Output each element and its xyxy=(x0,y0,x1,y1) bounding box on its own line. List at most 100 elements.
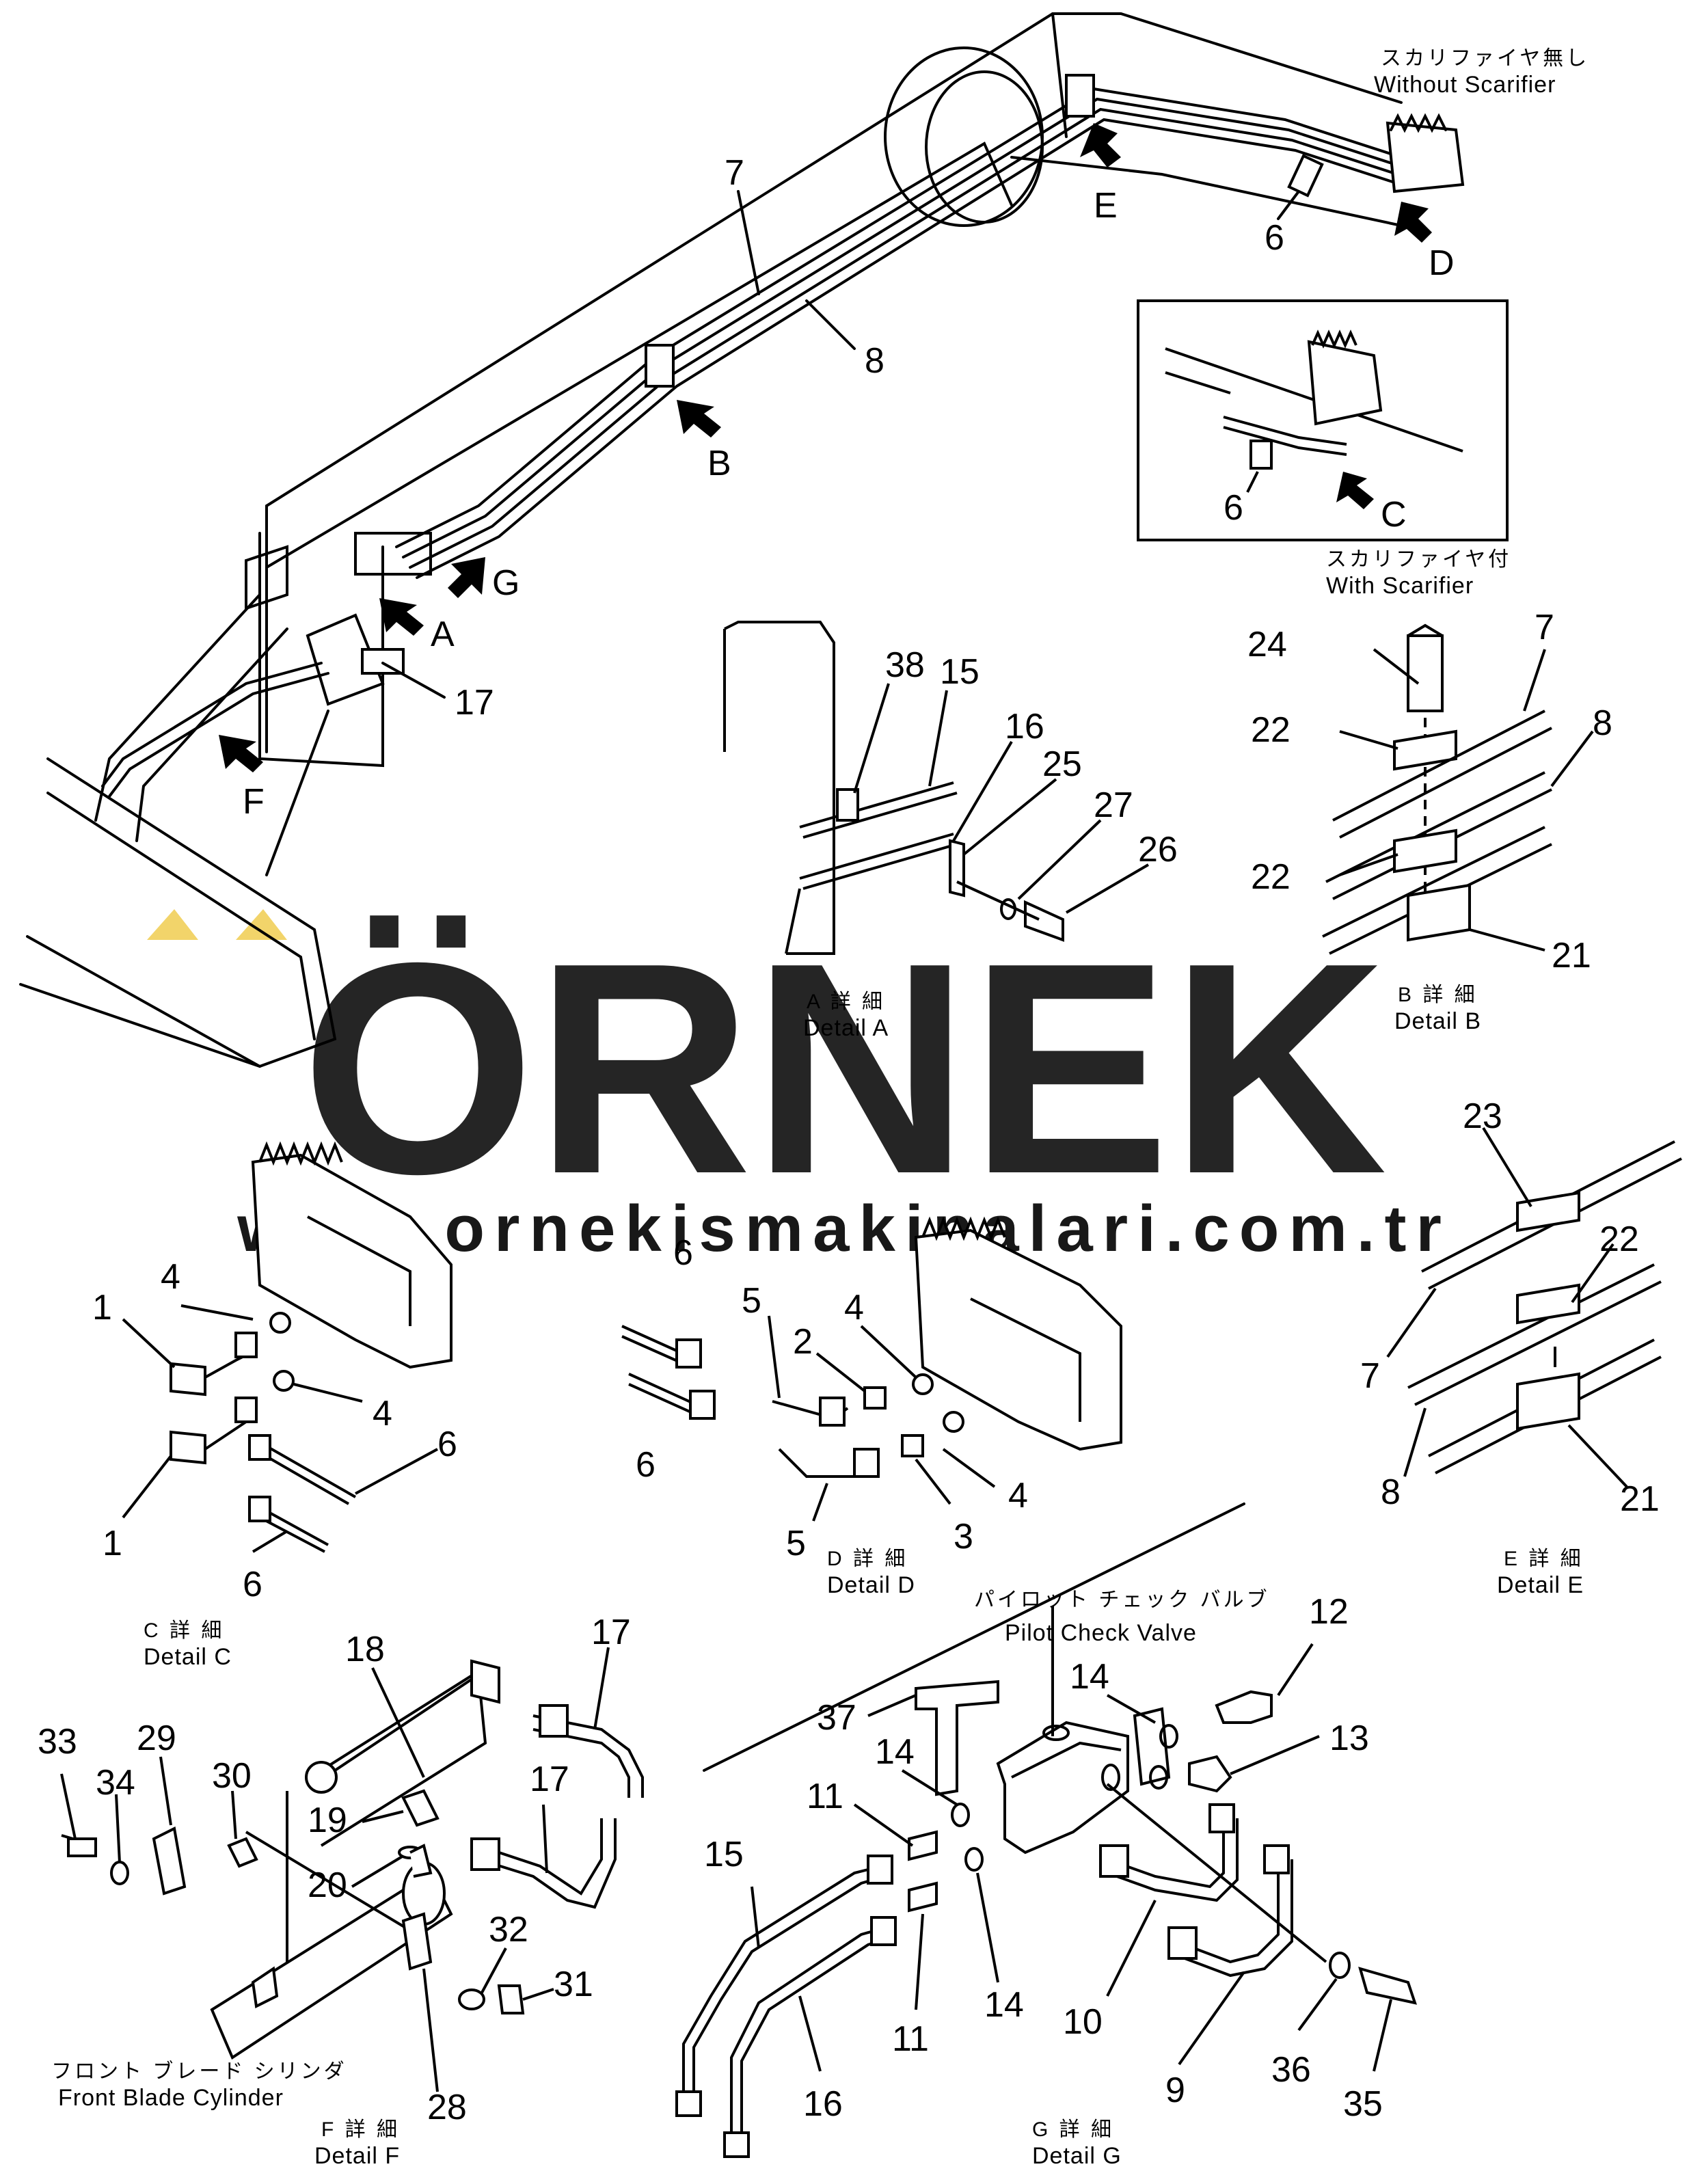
leader-f-17-bot xyxy=(542,1804,548,1874)
leader-e-8 xyxy=(1403,1407,1427,1477)
detail-f-clip-30 xyxy=(227,1837,258,1868)
detail-d-nut-5-bot xyxy=(853,1448,880,1478)
detail-f-part-17-top: 17 xyxy=(591,1613,631,1652)
blade-outline xyxy=(19,757,337,1068)
detail-g-part-13: 13 xyxy=(1329,1718,1369,1758)
detail-g-oring-14-top xyxy=(1159,1724,1178,1749)
detail-e-part-21: 21 xyxy=(1620,1479,1660,1519)
inset-leader-6 xyxy=(1246,471,1259,493)
detail-g-adapter-11-top xyxy=(908,1830,938,1861)
leader-b-21 xyxy=(1469,928,1545,952)
detail-b-part-8: 8 xyxy=(1593,703,1612,743)
leader-d-4-top xyxy=(860,1325,917,1379)
detail-b-clamp-22-top xyxy=(1393,729,1457,771)
leader-f-17-top xyxy=(593,1647,610,1730)
detail-g-valve-port-top xyxy=(1042,1725,1070,1741)
hose-line-8a xyxy=(409,107,1409,569)
detail-c-part-4-top: 4 xyxy=(161,1257,180,1297)
detail-c-hose-fitting-a xyxy=(248,1434,271,1461)
detail-b-title-jp: B 詳 細 xyxy=(1398,984,1478,1006)
detail-g-valve-en: Pilot Check Valve xyxy=(1005,1620,1197,1646)
arrow-g-icon xyxy=(448,557,485,598)
detail-g-pipe-10 xyxy=(1107,1818,1225,1889)
detail-g-end-15 xyxy=(675,2090,702,2117)
detail-c-valve-face xyxy=(307,1215,411,1326)
arm-lower xyxy=(135,628,288,842)
detail-c-elbow-1-top xyxy=(170,1362,206,1397)
detail-c-part-6-top: 6 xyxy=(437,1425,457,1464)
detail-c-oring-upper xyxy=(269,1312,291,1334)
leader-b-22-top xyxy=(1339,730,1399,750)
detail-f-part-19: 19 xyxy=(308,1801,347,1840)
detail-c-hose-6a-b xyxy=(259,1451,349,1505)
detail-g-valve-port-side xyxy=(1101,1764,1120,1791)
leader-b-22-mid xyxy=(1339,853,1399,876)
detail-e-clamp-21 xyxy=(1516,1372,1580,1431)
detail-f-fitting-17-top xyxy=(539,1704,569,1738)
detail-f-part-30: 30 xyxy=(212,1756,252,1796)
boom-clamp xyxy=(645,344,675,388)
end-control-valve xyxy=(1386,121,1465,193)
label-arrow-a: A xyxy=(431,615,455,654)
leader-f-18 xyxy=(371,1667,425,1778)
detail-f-title-jp: F 詳 細 xyxy=(321,2118,400,2141)
watermark-accent-left xyxy=(147,909,198,940)
detail-f-elbow-18 xyxy=(470,1659,500,1704)
watermark: ÖRNEK www.ornekismakinalari.com.tr xyxy=(147,901,1442,1265)
main-labels: 7 8 6 17 E D B G A F スカリファイヤ無し Without S… xyxy=(243,47,1586,822)
detail-d-valve-ribs xyxy=(921,1216,1006,1241)
boom-top-edge xyxy=(265,12,1403,507)
detail-f-washer-34 xyxy=(110,1861,129,1885)
leader-17 xyxy=(381,662,446,699)
leader-8 xyxy=(805,299,856,350)
detail-c-part-4-bot: 4 xyxy=(373,1394,392,1433)
leader-c-4-bot xyxy=(293,1383,363,1403)
detail-g-pipe-15-b xyxy=(692,1875,886,2092)
detail-d-oring-upper xyxy=(912,1373,934,1395)
detail-b-title-en: Detail B xyxy=(1394,1008,1481,1034)
detail-a-pipe-15b xyxy=(802,792,958,839)
detail-f: 33 34 29 30 18 17 19 17 20 32 31 28 フロント… xyxy=(38,1613,644,2169)
detail-a-part-25: 25 xyxy=(1042,744,1082,784)
leader-g-14-left xyxy=(901,1769,958,1806)
detail-d: 6 5 4 2 6 4 3 5 D 詳 細 Detail D xyxy=(621,1216,1122,1598)
main-boom-view xyxy=(19,12,1465,1772)
detail-c-part-1-top: 1 xyxy=(92,1288,112,1327)
detail-g-part-35: 35 xyxy=(1343,2084,1383,2124)
detail-c-hose-6a xyxy=(259,1441,356,1498)
detail-d-part-6-bot: 6 xyxy=(636,1445,656,1485)
inset-valve-ribs xyxy=(1311,329,1357,349)
detail-b-pipe-8c xyxy=(1322,826,1545,938)
leader-a-26 xyxy=(1065,863,1150,914)
detail-c-title-en: Detail C xyxy=(144,1644,232,1670)
leader-b-24 xyxy=(1373,648,1420,685)
detail-e-pipe-8a xyxy=(1407,1263,1655,1389)
detail-g-part-11-bot: 11 xyxy=(892,2019,929,2059)
detail-a-part-15: 15 xyxy=(940,652,979,692)
detail-d-part-6-top: 6 xyxy=(673,1233,693,1273)
label-part-6: 6 xyxy=(1265,218,1284,258)
detail-g-fitting-12 xyxy=(1215,1690,1273,1724)
detail-d-part-5-bot: 5 xyxy=(786,1524,806,1563)
detail-f-fitting-17-bot xyxy=(470,1837,500,1871)
detail-f-bolt-33-head xyxy=(67,1837,97,1857)
detail-c-elbow-1-bot xyxy=(170,1430,206,1465)
hose-line-7a xyxy=(395,87,1403,548)
detail-g-end-16 xyxy=(723,2131,750,2158)
detail-g-axis xyxy=(1106,1783,1327,1963)
detail-a-bolt-26 xyxy=(1024,900,1064,942)
detail-g-bolt-35 xyxy=(1358,1967,1418,2005)
boom-ring-outer xyxy=(884,46,1044,227)
leader-c-4-top xyxy=(180,1304,254,1321)
fitting-block-a xyxy=(354,532,432,576)
detail-d-title-en: Detail D xyxy=(827,1572,915,1598)
blade-face xyxy=(46,792,316,1040)
detail-a-bracket-38 xyxy=(836,788,859,822)
detail-g-valve-jp: パイロット チェック バルブ xyxy=(974,1589,1270,1611)
leader-g-36 xyxy=(1297,1978,1338,2032)
detail-f-clamp-28 xyxy=(401,1912,433,1971)
detail-c-valve-body xyxy=(251,1153,452,1369)
leader-a-16 xyxy=(952,740,1013,842)
detail-d-part-4-top: 4 xyxy=(844,1288,864,1327)
detail-g-nut-9-top xyxy=(1263,1844,1290,1874)
